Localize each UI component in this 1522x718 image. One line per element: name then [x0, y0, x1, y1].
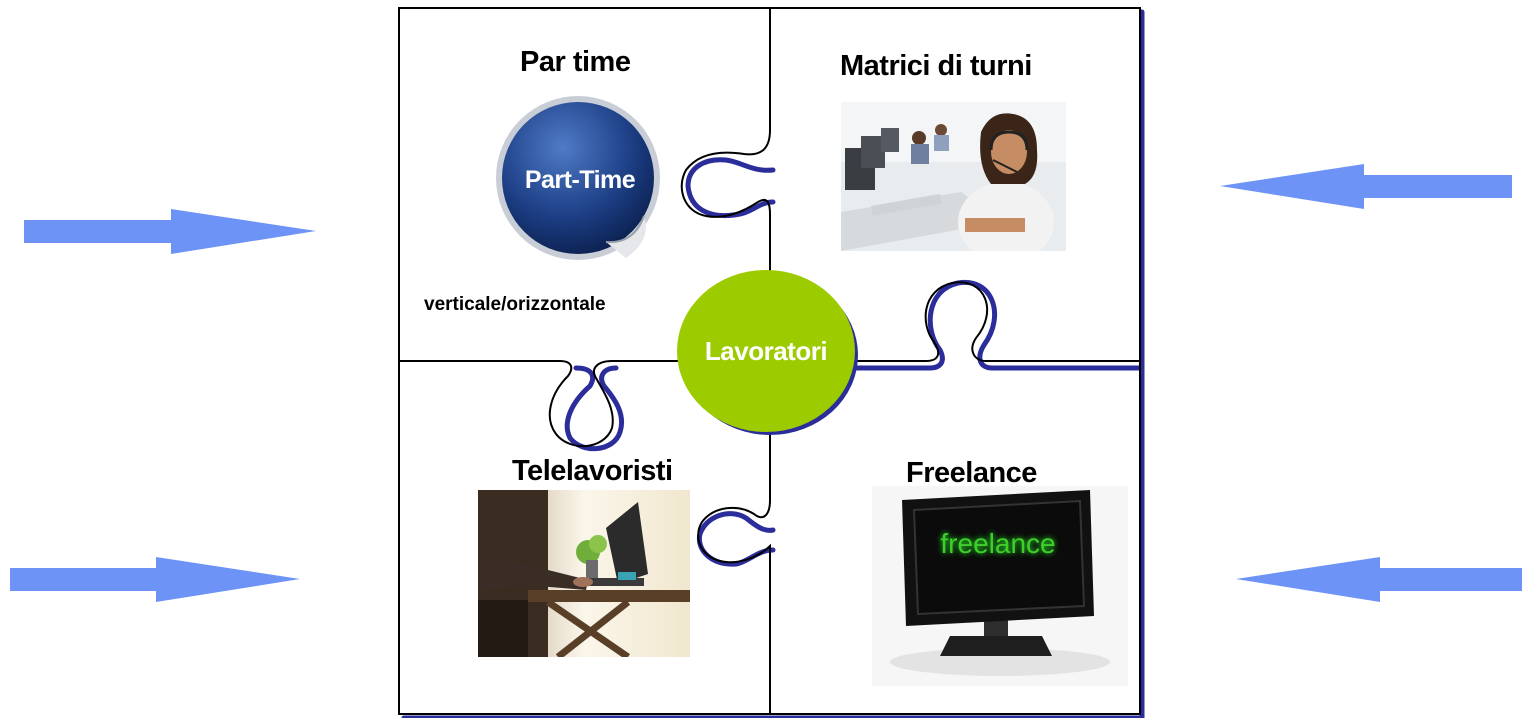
- freelance-screen-text: freelance: [940, 528, 1056, 559]
- piece-title-freelance: Freelance: [906, 457, 1037, 489]
- piece-title-matrici-di-turni: Matrici di turni: [840, 50, 1032, 82]
- laptop-remote-work-photo: [478, 490, 690, 657]
- piece-title-telelavoristi: Telelavoristi: [512, 455, 673, 487]
- arrow-left-top: [1220, 164, 1512, 209]
- arrow-right-top: [24, 209, 316, 254]
- piece-title-par-time: Par time: [520, 46, 631, 78]
- piece-subtitle-verticale-orizzontale: verticale/orizzontale: [424, 294, 606, 315]
- part-time-badge-text: Part-Time: [524, 166, 636, 194]
- center-circle: [677, 270, 855, 432]
- freelance-monitor-icon: [872, 486, 1128, 686]
- center-label: Lavoratori: [704, 335, 828, 366]
- arrow-left-bottom: [1236, 557, 1522, 602]
- puzzle-outline: [398, 7, 1141, 715]
- call-center-photo: [841, 102, 1066, 251]
- arrow-right-bottom: [10, 557, 300, 602]
- part-time-badge-icon: [496, 96, 660, 260]
